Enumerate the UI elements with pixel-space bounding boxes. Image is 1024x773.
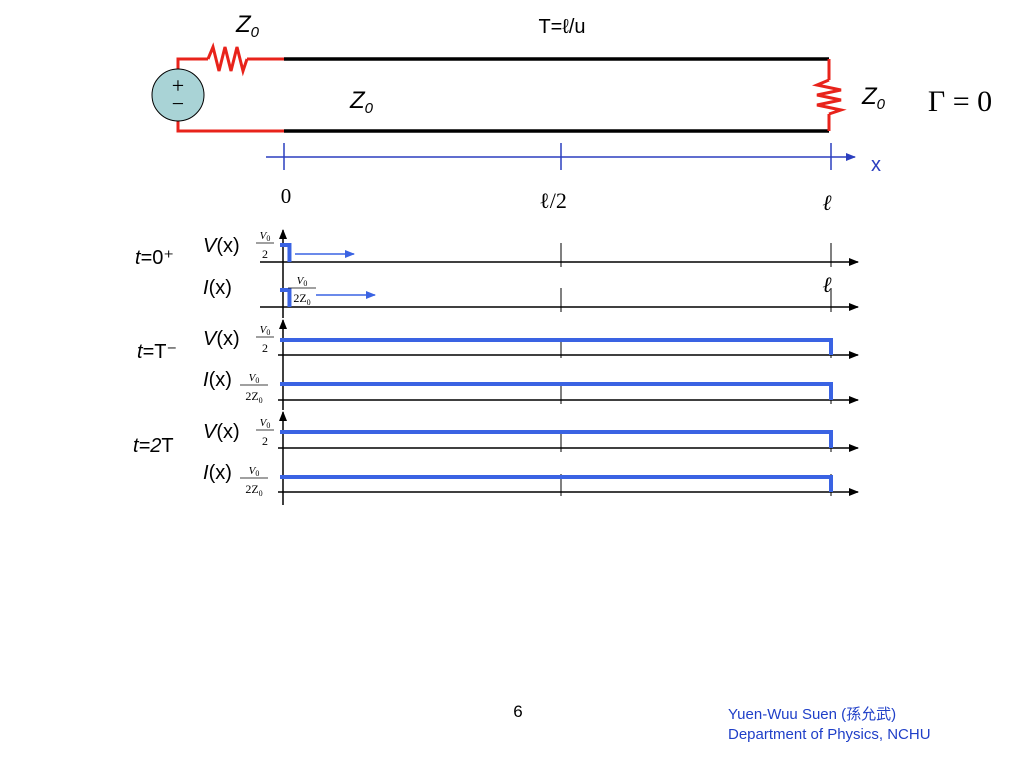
r3-time-label: t=2T <box>133 435 174 457</box>
line-impedance-label: Z0 <box>349 87 374 117</box>
x-tick-label-start: 0 <box>281 184 292 208</box>
svg-text:V0: V0 <box>260 230 271 243</box>
r1-current-label: I(x) <box>203 277 232 299</box>
r1-time-label: t=0⁺ <box>135 247 174 269</box>
svg-text:V0: V0 <box>297 275 308 288</box>
r3-current-label: I(x) <box>203 462 232 484</box>
svg-text:2: 2 <box>262 247 268 261</box>
transit-time-label: T=ℓ/u <box>538 16 585 38</box>
r2-current-wave <box>280 382 833 400</box>
r3-current-fraction: V0 2Z0 <box>240 465 268 498</box>
svg-text:V0: V0 <box>249 372 260 385</box>
svg-text:V0: V0 <box>260 417 271 430</box>
footer-credit: Yuen-Wuu Suen (孫允武) Department of Physic… <box>728 705 931 745</box>
svg-text:2: 2 <box>262 434 268 448</box>
r2-voltage-fraction: V0 2 <box>256 324 274 355</box>
footer-department: Department of Physics, NCHU <box>728 726 931 743</box>
x-tick-label-mid: ℓ/2 <box>539 188 567 213</box>
page-number: 6 <box>513 702 523 721</box>
footer-author: Yuen-Wuu Suen (孫允武) <box>728 706 897 723</box>
svg-text:V0: V0 <box>249 465 260 478</box>
r2-voltage-wave <box>280 338 833 355</box>
load-impedance-label: Z0 <box>861 83 886 113</box>
svg-text:2Z0: 2Z0 <box>293 291 310 307</box>
x-axis-label: x <box>871 154 881 176</box>
r1-end-label: ℓ <box>822 272 832 297</box>
svg-text:2Z0: 2Z0 <box>245 482 262 498</box>
x-tick-label-end: ℓ <box>822 190 832 215</box>
load-resistor-zigzag <box>811 78 847 116</box>
source-plus-sign: + <box>172 73 184 98</box>
r3-voltage-wave <box>280 430 833 448</box>
r2-time-label: t=T⁻ <box>137 341 177 363</box>
reflection-coefficient-label: Γ = 0 <box>928 85 992 118</box>
r3-current-wave <box>280 475 833 492</box>
r1-voltage-fraction: V0 2 <box>256 230 274 261</box>
r3-voltage-fraction: V0 2 <box>256 417 274 448</box>
r1-voltage-wave <box>280 243 292 262</box>
r2-current-fraction: V0 2Z0 <box>240 372 268 405</box>
plot-tick-marks <box>560 243 832 496</box>
source-resistor-zigzag <box>206 42 249 77</box>
r3-voltage-label: V(x) <box>203 421 240 443</box>
svg-text:V0: V0 <box>260 324 271 337</box>
source-impedance-label: Z0 <box>235 11 260 41</box>
r2-voltage-label: V(x) <box>203 328 240 350</box>
voltage-source-icon <box>151 68 205 122</box>
svg-text:2: 2 <box>262 341 268 355</box>
r1-current-wave <box>280 288 292 307</box>
source-minus-sign: − <box>172 91 184 116</box>
r1-current-fraction: V0 2Z0 <box>288 275 316 307</box>
r2-current-label: I(x) <box>203 369 232 391</box>
x-axis: x 0 ℓ/2 ℓ <box>266 143 881 215</box>
r1-voltage-label: V(x) <box>203 235 240 257</box>
svg-text:2Z0: 2Z0 <box>245 389 262 405</box>
circuit: + − Z0 Z0 Z0 T=ℓ/u Γ = 0 <box>151 11 992 133</box>
waveforms <box>280 243 833 492</box>
